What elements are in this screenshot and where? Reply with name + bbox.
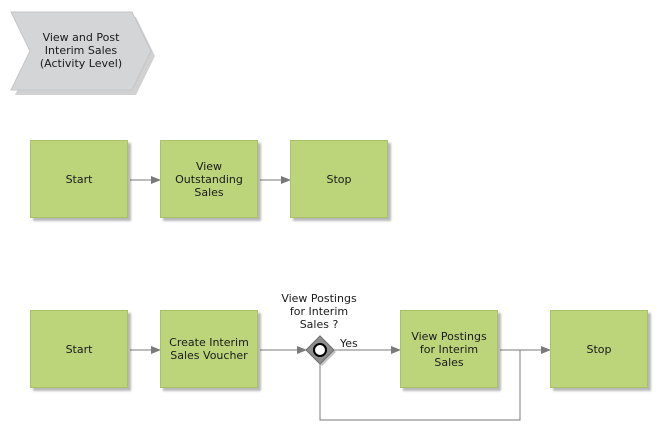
decision-question-label: View Postings for Interim Sales ?: [281, 292, 357, 331]
gateway-circle-icon: [313, 343, 327, 357]
flow1-stop-node[interactable]: Stop: [290, 140, 388, 218]
flow2-start-node[interactable]: Start: [30, 310, 128, 388]
yes-branch-label: Yes: [340, 337, 358, 350]
connector-decision-no-to-stop: [319, 346, 551, 421]
decision-gateway: [305, 335, 336, 366]
flow1-start-node[interactable]: Start: [30, 140, 128, 218]
view-postings-interim-sales-node[interactable]: View Postings for Interim Sales: [400, 310, 498, 388]
view-outstanding-sales-node[interactable]: View Outstanding Sales: [160, 140, 258, 218]
process-title: View and Post Interim Sales (Activity Le…: [39, 30, 123, 70]
flow2-stop-node[interactable]: Stop: [550, 310, 648, 388]
process-chevron-shape: [10, 11, 155, 95]
create-interim-sales-voucher-node[interactable]: Create Interim Sales Voucher: [160, 310, 258, 388]
